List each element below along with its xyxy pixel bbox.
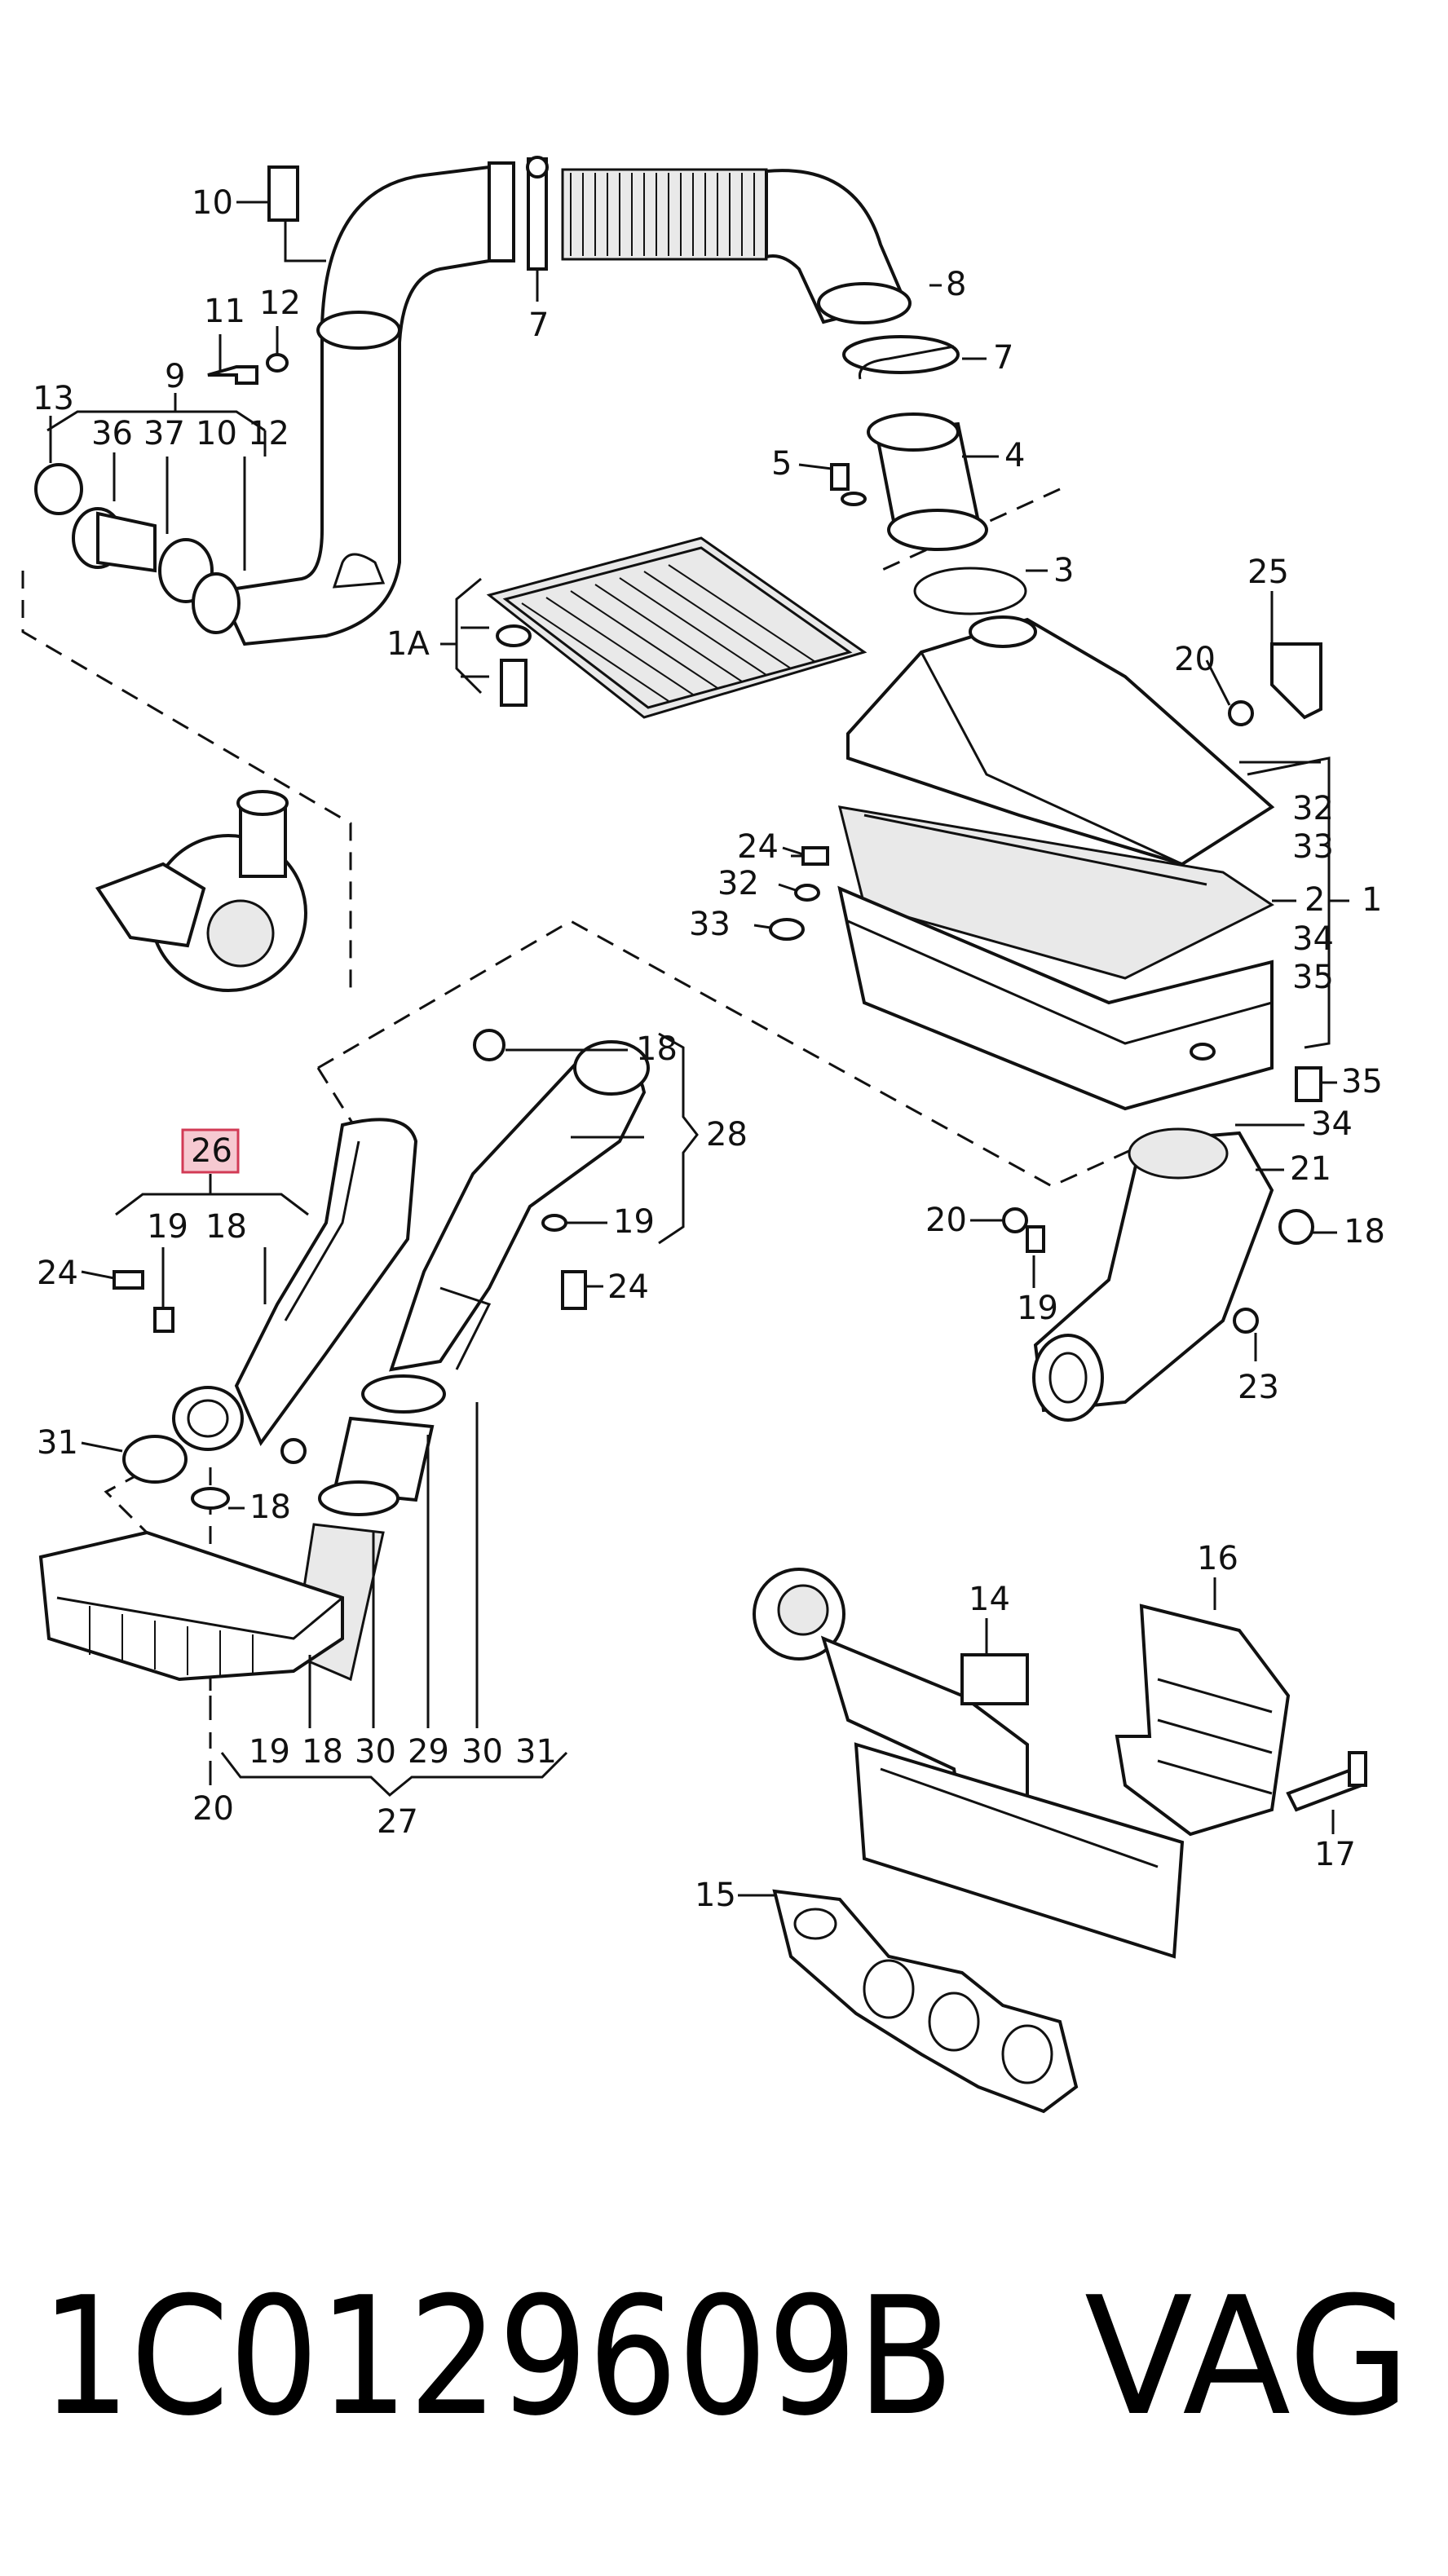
exhaust-manifold	[753, 1568, 1367, 2114]
callout-28: 28	[706, 1116, 748, 1153]
callout-25: 25	[1247, 554, 1289, 591]
maf-sensor-group	[817, 282, 1027, 615]
callout-9: 9	[165, 358, 185, 395]
housing-fasteners	[769, 846, 829, 941]
upper-intake-hose	[218, 156, 907, 646]
callout-labels: 10 7 8 7 11 12 9 13 36 37 10 12 5 4 3 1A…	[33, 184, 1385, 1914]
callout-32: 32	[717, 865, 759, 902]
callout-24: 24	[737, 828, 779, 866]
callout-4: 4	[1004, 437, 1025, 474]
callout-36: 36	[91, 415, 133, 452]
callout-34: 34	[1292, 920, 1334, 958]
filter-pleats	[521, 564, 816, 702]
callout-21: 21	[1290, 1150, 1331, 1188]
callout-1A: 1A	[386, 625, 430, 663]
callout-7: 7	[528, 307, 549, 344]
callout-24: 24	[607, 1268, 649, 1306]
footer: 1C0129609B VAG	[41, 2262, 1410, 2452]
callout-13: 13	[33, 380, 74, 417]
callout-1: 1	[1362, 881, 1382, 919]
callout-18: 18	[1344, 1213, 1385, 1251]
corrugation-lines	[570, 173, 755, 256]
callout-23: 23	[1238, 1369, 1279, 1406]
callout-14: 14	[969, 1581, 1010, 1618]
callout-3: 3	[1053, 552, 1074, 589]
callout-15: 15	[695, 1877, 736, 1914]
callout-33: 33	[689, 906, 731, 943]
callout-10: 10	[192, 184, 233, 222]
callout-12: 12	[248, 415, 289, 452]
callout-34: 34	[1311, 1105, 1353, 1143]
callout-18: 18	[302, 1733, 343, 1771]
callout-29: 29	[408, 1733, 449, 1771]
cover-21	[1002, 1127, 1314, 1422]
callout-19: 19	[147, 1208, 188, 1246]
callout-27: 27	[377, 1803, 418, 1841]
callout-26: 26	[191, 1132, 232, 1170]
leader-lines	[34, 201, 1337, 1897]
brand-label: VAG	[1084, 2262, 1410, 2452]
callout-37: 37	[143, 415, 185, 452]
callout-35: 35	[1292, 959, 1334, 996]
turbocharger	[95, 790, 307, 992]
callout-31: 31	[37, 1424, 78, 1462]
callout-19: 19	[613, 1203, 655, 1241]
callout-18: 18	[249, 1489, 291, 1526]
callout-32: 32	[1292, 790, 1334, 827]
callout-18: 18	[205, 1208, 247, 1246]
callout-30: 30	[461, 1733, 503, 1771]
callout-5: 5	[771, 445, 792, 483]
callout-19: 19	[1017, 1290, 1058, 1327]
callout-16: 16	[1197, 1540, 1238, 1577]
callout-35: 35	[1341, 1063, 1383, 1101]
intercooler-pipe-set	[38, 1374, 446, 1682]
callout-17: 17	[1314, 1836, 1356, 1873]
panel-filter-1A	[440, 536, 867, 719]
callout-7: 7	[993, 339, 1013, 377]
callout-10: 10	[196, 415, 237, 452]
callout-8: 8	[946, 266, 966, 303]
callout-33: 33	[1292, 828, 1334, 866]
callout-18: 18	[636, 1030, 678, 1068]
duct-26	[172, 1118, 418, 1464]
callout-11: 11	[204, 293, 245, 330]
callout-19: 19	[249, 1733, 290, 1771]
callout-24: 24	[37, 1255, 78, 1292]
callout-2: 2	[1305, 881, 1325, 919]
part-number: 1C0129609B	[41, 2262, 954, 2452]
callout-20: 20	[192, 1790, 234, 1828]
air-filter-housing	[837, 615, 1349, 1111]
callout-12: 12	[259, 285, 301, 322]
highlight-26-box	[181, 1128, 240, 1174]
callout-20: 20	[1174, 641, 1216, 678]
callout-20: 20	[925, 1202, 967, 1239]
callout-30: 30	[355, 1733, 396, 1771]
callout-31: 31	[515, 1733, 557, 1771]
duct-28	[389, 1029, 650, 1372]
airbox-ribs	[89, 1606, 254, 1675]
